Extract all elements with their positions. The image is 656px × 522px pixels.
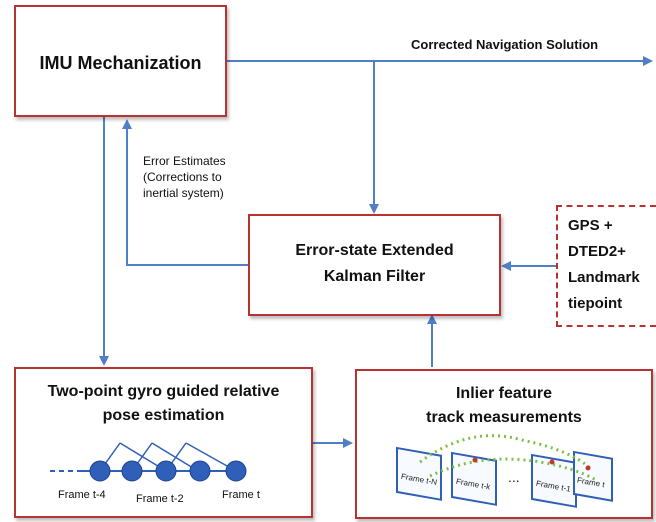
feature-point (472, 457, 478, 463)
aiding-tiepoint: tiepoint (568, 295, 623, 312)
error-estimates-line-1: Error Estimates (143, 154, 226, 168)
frame-card (451, 451, 497, 506)
track-measurements-box: Inlier feature track measurements (355, 369, 653, 519)
frame-card-ellipsis: ... (508, 469, 520, 485)
error-estimates-line-3: inertial system) (143, 186, 224, 200)
ekf-box: Error-state Extended Kalman Filter (248, 214, 501, 316)
pose-node (155, 460, 177, 482)
feature-track (419, 434, 592, 470)
aiding-sources-box: GPS + DTED2+ Landmark tiepoint (556, 205, 656, 327)
imu-mechanization-label: IMU Mechanization (39, 53, 202, 73)
track-measurements-line-1: Inlier feature (455, 385, 553, 402)
pose-node (89, 460, 111, 482)
ekf-label-line-2: Kalman Filter (323, 268, 426, 285)
aiding-gps: GPS + (568, 217, 613, 234)
pose-node (189, 460, 211, 482)
corrected-nav-label: Corrected Navigation Solution (411, 37, 599, 52)
feature-point (549, 459, 555, 465)
pose-frame-label: Frame t (222, 489, 260, 501)
pose-estimation-line-1: Two-point gyro guided relative (47, 383, 280, 400)
pose-node (121, 460, 143, 482)
aiding-landmark: Landmark (568, 269, 640, 286)
pose-estimation-line-2: pose estimation (102, 407, 225, 424)
track-measurements-line-2: track measurements (426, 409, 582, 426)
ekf-label-line-1: Error-state Extended (295, 242, 454, 259)
pose-estimation-box: Two-point gyro guided relative pose esti… (14, 367, 313, 518)
arrow-error-estimates (122, 119, 248, 266)
pose-frame-label: Frame t-4 (58, 489, 106, 501)
pose-graph (50, 442, 247, 482)
frame-cards: Frame t-N Frame t-k ... Frame t-1 Frame … (396, 434, 613, 508)
pose-frame-label: Frame t-2 (136, 493, 184, 505)
error-estimates-line-2: (Corrections to (143, 170, 222, 184)
pose-node (225, 460, 247, 482)
imu-mechanization-box: IMU Mechanization (14, 5, 227, 117)
aiding-dted: DTED2+ (568, 243, 626, 260)
frame-card (396, 446, 442, 501)
feature-point (585, 465, 591, 471)
pose-graph-edge (151, 442, 199, 472)
